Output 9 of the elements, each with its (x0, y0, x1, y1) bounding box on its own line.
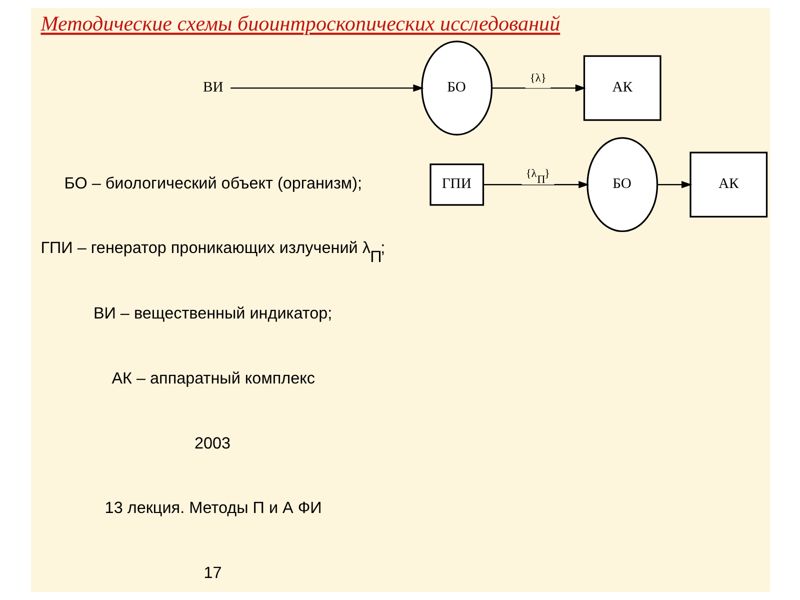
label: 2003 (194, 434, 230, 452)
label: 17 (203, 564, 222, 582)
label: АК – аппаратный комплекс (111, 369, 315, 388)
diagram-title: Методические схемы биоинтроскопических исследований (40, 12, 560, 36)
label: 13 лекция. Методы П и А ФИ (104, 499, 322, 518)
label: БО – биологический объект (организм); (64, 174, 362, 193)
label: ВИ – вещественный индикатор; (92, 304, 332, 322)
node-text: ВИ (202, 80, 223, 96)
edge-label: {λ} (529, 72, 546, 84)
